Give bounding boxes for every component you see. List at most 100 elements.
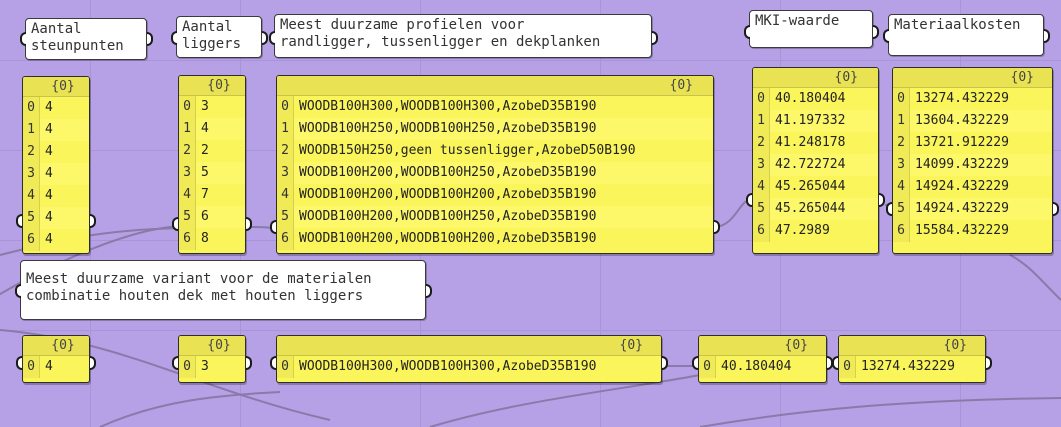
output-grip[interactable] bbox=[986, 356, 992, 370]
list-item-value: 4 bbox=[201, 121, 209, 136]
list-item-value: 40.180404 bbox=[721, 359, 792, 374]
list-item-value: 4 bbox=[45, 210, 53, 225]
list-item-index: 0 bbox=[277, 356, 294, 378]
input-grip[interactable] bbox=[746, 193, 752, 207]
output-grip[interactable] bbox=[90, 356, 96, 370]
list-item-value: 13274.432229 bbox=[861, 359, 955, 374]
list-item-value: 3 bbox=[201, 359, 209, 374]
input-grip[interactable] bbox=[269, 31, 275, 45]
list-item-value: WOODB100H200,WOODB100H200,AzobeD35B190 bbox=[299, 187, 597, 202]
list-item-index: 6 bbox=[179, 228, 196, 250]
panel-header: {0} bbox=[753, 68, 878, 88]
list-item: 5 45.265044 bbox=[753, 198, 878, 220]
list-item-value: 15584.432229 bbox=[915, 223, 1009, 238]
list-item-value: 4 bbox=[45, 100, 53, 115]
input-grip[interactable] bbox=[20, 32, 26, 46]
output-grip[interactable] bbox=[246, 356, 252, 370]
list-item-value: 41.197332 bbox=[775, 113, 846, 128]
list-item: 0 40.180404 bbox=[699, 356, 826, 378]
input-grip[interactable] bbox=[270, 356, 276, 370]
list-item-value: 8 bbox=[201, 231, 209, 246]
label-meest-duurzame-variant[interactable]: Meest duurzame variant voor de materiale… bbox=[20, 260, 426, 320]
list-item-index: 3 bbox=[23, 163, 40, 185]
label-meest-duurzame-profielen[interactable]: Meest duurzame profielen voor randligger… bbox=[274, 14, 652, 58]
input-grip[interactable] bbox=[172, 217, 178, 231]
input-grip[interactable] bbox=[16, 214, 22, 228]
panel-header: {0} bbox=[179, 336, 245, 356]
list-item-index: 0 bbox=[699, 356, 716, 378]
list-item-index: 3 bbox=[277, 162, 294, 184]
label-mki-waarde[interactable]: MKI-waarde bbox=[749, 10, 873, 48]
list-item-index: 5 bbox=[753, 198, 770, 220]
output-grip[interactable] bbox=[1044, 29, 1050, 43]
input-grip[interactable] bbox=[886, 202, 892, 216]
list-item-index: 4 bbox=[893, 176, 910, 198]
list-item-value: 45.265044 bbox=[775, 201, 846, 216]
list-item-index: 2 bbox=[179, 140, 196, 162]
input-grip[interactable] bbox=[171, 31, 177, 45]
list-item-value: 2 bbox=[201, 143, 209, 158]
list-item-index: 2 bbox=[23, 141, 40, 163]
input-grip[interactable] bbox=[832, 356, 838, 370]
label-materiaalkosten[interactable]: Materiaalkosten bbox=[888, 14, 1044, 56]
output-grip[interactable] bbox=[246, 217, 252, 231]
input-grip[interactable] bbox=[744, 25, 750, 39]
label-aantal-liggers[interactable]: Aantal liggers bbox=[176, 16, 262, 58]
input-grip[interactable] bbox=[172, 356, 178, 370]
input-grip[interactable] bbox=[16, 356, 22, 370]
input-grip[interactable] bbox=[270, 220, 276, 234]
list-item-index: 2 bbox=[753, 132, 770, 154]
label-aantal-steunpunten[interactable]: Aantal steunpunten bbox=[25, 18, 147, 60]
list-item-index: 6 bbox=[893, 220, 910, 242]
output-grip[interactable] bbox=[147, 32, 153, 46]
output-grip[interactable] bbox=[662, 356, 668, 370]
list-item-value: 42.722724 bbox=[775, 157, 846, 172]
output-grip[interactable] bbox=[1053, 202, 1059, 216]
list-item-index: 5 bbox=[277, 206, 294, 228]
list-item-index: 4 bbox=[179, 184, 196, 206]
output-grip[interactable] bbox=[879, 193, 885, 207]
list-item-index: 4 bbox=[753, 176, 770, 198]
list-item-value: WOODB100H300,WOODB100H300,AzobeD35B190 bbox=[299, 99, 597, 114]
input-grip[interactable] bbox=[692, 356, 698, 370]
output-grip[interactable] bbox=[426, 284, 432, 298]
input-grip[interactable] bbox=[883, 29, 889, 43]
list-item-index: 0 bbox=[893, 88, 910, 110]
list-item-value: 4 bbox=[45, 144, 53, 159]
output-grip[interactable] bbox=[90, 214, 96, 228]
output-grip[interactable] bbox=[262, 31, 268, 45]
list-item-value: WOODB100H250,WOODB100H250,AzobeD35B190 bbox=[299, 121, 597, 136]
output-grip[interactable] bbox=[714, 220, 720, 234]
list-item-value: 4 bbox=[45, 188, 53, 203]
list-item-index: 5 bbox=[179, 206, 196, 228]
list-item-value: 4 bbox=[45, 359, 53, 374]
list-item-value: 13274.432229 bbox=[915, 91, 1009, 106]
output-grip[interactable] bbox=[652, 31, 658, 45]
input-grip[interactable] bbox=[15, 284, 21, 298]
output-grip[interactable] bbox=[873, 25, 879, 39]
